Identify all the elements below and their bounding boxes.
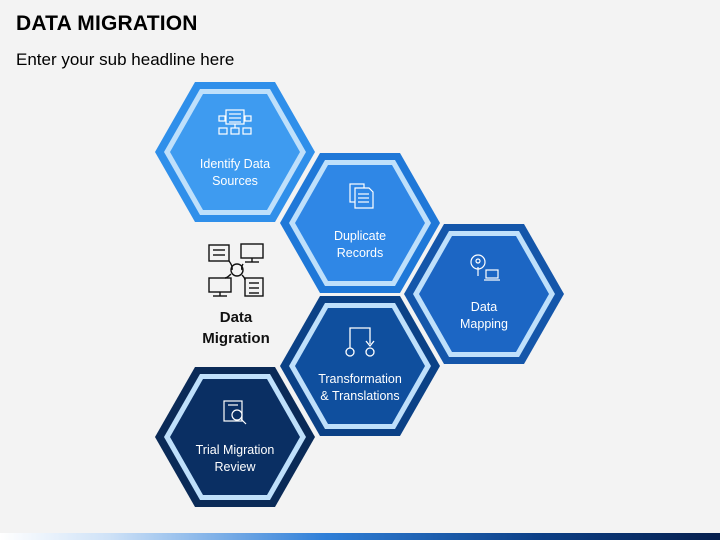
- hexagon-duplicate-records[interactable]: Duplicate Records: [280, 153, 440, 293]
- hexagon-inner: [295, 165, 425, 281]
- hexagon-label-line1: Identify Data: [200, 157, 270, 171]
- location-laptop-icon: [470, 254, 500, 281]
- hexagon-inner: [419, 236, 549, 352]
- hexagon-trial-migration-review[interactable]: Trial Migration Review: [155, 367, 315, 507]
- hexagon-label-line2: Sources: [212, 174, 258, 188]
- bottom-gradient-bar: [0, 533, 720, 540]
- hexagon-inner: [295, 308, 425, 424]
- hexagon-label-line1: Transformation: [318, 372, 402, 386]
- center-label-line1: Data: [220, 309, 253, 326]
- hexagon-label-line1: Data: [471, 300, 497, 314]
- documents-icon: [349, 183, 374, 209]
- page-title: DATA MIGRATION: [16, 12, 198, 35]
- hexagon-label-line1: Trial Migration: [196, 443, 275, 457]
- hexagon-data-mapping[interactable]: Data Mapping: [404, 224, 564, 364]
- hexagon-inner: [170, 94, 300, 210]
- hexagon-label-line2: Review: [215, 460, 257, 474]
- flow-icon: [345, 327, 375, 357]
- hexagon-label-line2: Records: [337, 246, 384, 260]
- page-subtitle: Enter your sub headline here: [16, 50, 235, 69]
- data-sources-icon: [218, 109, 252, 135]
- center-label-line2: Migration: [202, 330, 270, 347]
- hexagon-transformation-translations[interactable]: Transformation & Translations: [280, 296, 440, 436]
- hexagon-label-line2: Mapping: [460, 317, 508, 331]
- hexagon-identify-data-sources[interactable]: Identify Data Sources: [155, 82, 315, 222]
- magnify-document-icon: [223, 400, 247, 425]
- hexagon-label-line1: Duplicate: [334, 229, 386, 243]
- hexagon-label-line2: & Translations: [320, 389, 399, 403]
- hexagon-inner: [170, 379, 300, 495]
- server-network-icon: [208, 243, 264, 297]
